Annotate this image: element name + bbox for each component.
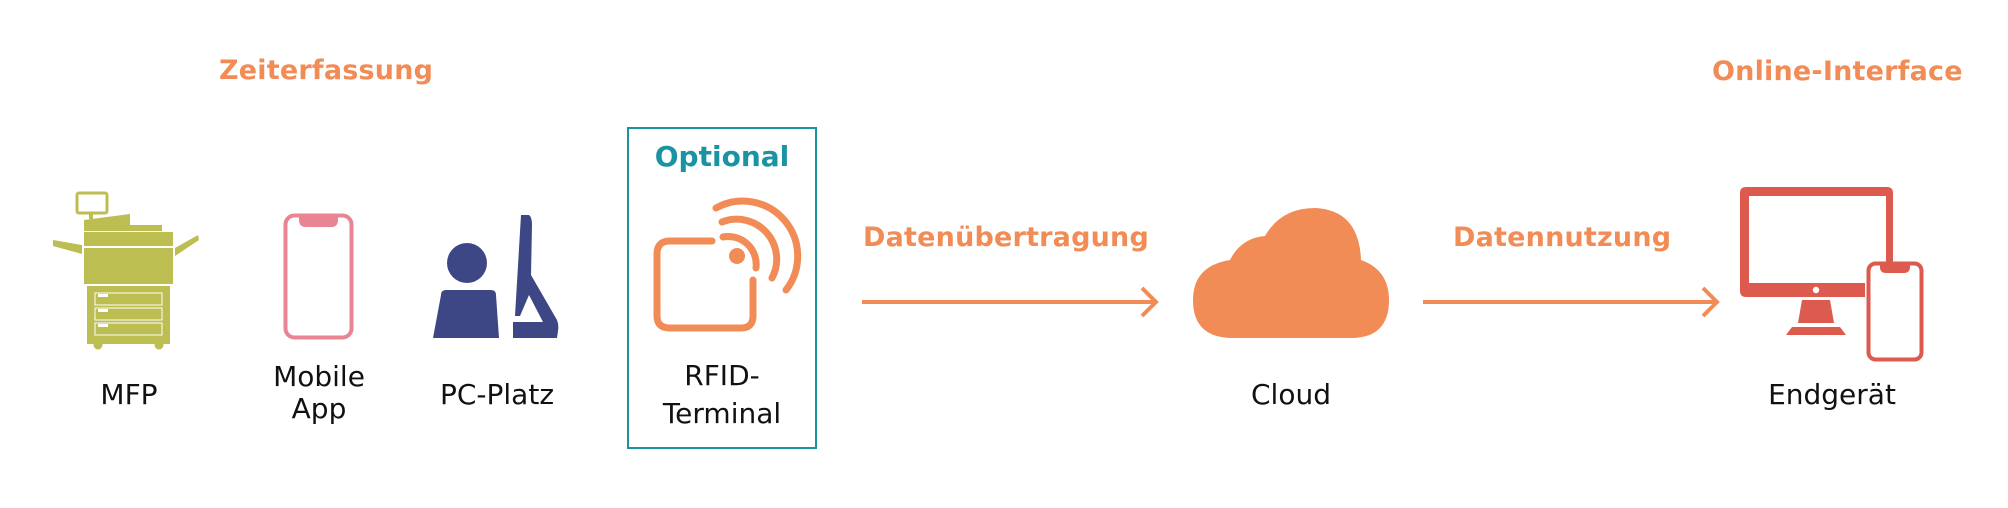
monitor-and-phone-icon	[1740, 187, 1924, 362]
datenuebertragung-label: Datenübertragung	[863, 222, 1149, 253]
rfid-terminal-label: RFID- Terminal	[663, 357, 781, 433]
arrow-right-icon	[1423, 286, 1720, 318]
endgeraet-label: Endgerät	[1768, 378, 1896, 411]
optional-title: Optional	[654, 140, 790, 173]
mfp-label: MFP	[100, 378, 158, 411]
cloud-icon	[1193, 208, 1389, 338]
mobile-app-label-line1: Mobile	[273, 360, 365, 393]
arrow-right-icon	[862, 286, 1159, 318]
person-at-computer-icon	[433, 215, 559, 338]
optional-box	[627, 127, 817, 449]
online-interface-heading: Online-Interface	[1712, 56, 1963, 87]
printer-icon	[53, 191, 199, 350]
rfid-terminal-label-line2: Terminal	[662, 397, 782, 430]
mobile-app-label: Mobile App	[273, 358, 365, 428]
zeiterfassung-heading: Zeiterfassung	[219, 55, 434, 86]
smartphone-icon	[283, 213, 354, 340]
pc-platz-label: PC-Platz	[439, 378, 555, 411]
rfid-terminal-icon	[653, 197, 802, 332]
cloud-label: Cloud	[1251, 378, 1331, 411]
datennutzung-label: Datennutzung	[1453, 222, 1672, 253]
mobile-app-label-line2: App	[291, 392, 347, 425]
rfid-terminal-label-line1: RFID-	[684, 359, 760, 392]
